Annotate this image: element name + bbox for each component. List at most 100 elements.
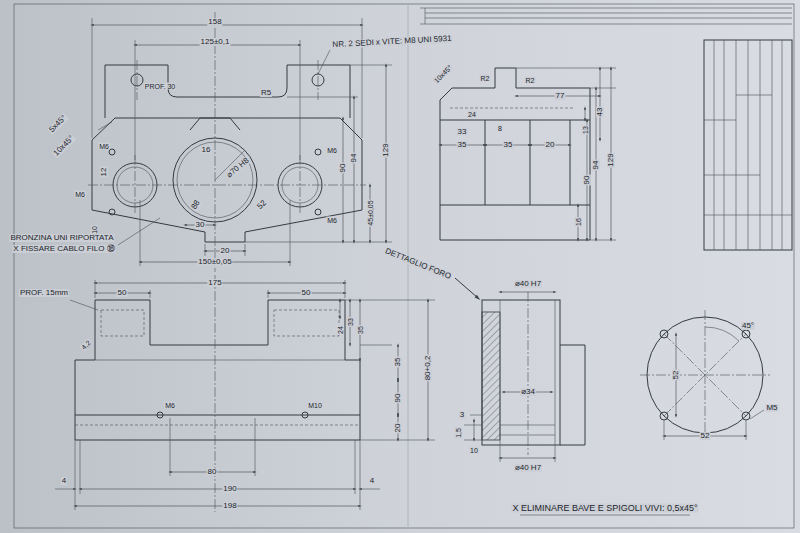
section-view-line xyxy=(470,415,482,416)
front-view-line xyxy=(98,122,112,130)
chamfer-label: 10x45° xyxy=(52,134,77,159)
radius-label: R5 xyxy=(260,89,272,97)
sheet-frame-line xyxy=(425,13,792,14)
dimension-label: 88 xyxy=(190,198,202,211)
section-view-line xyxy=(500,300,501,445)
dimension-label: 35 xyxy=(394,357,402,368)
side-view-line xyxy=(440,120,590,121)
title-block-line xyxy=(704,40,792,250)
dimension-label: 150±0,05 xyxy=(197,258,232,266)
bottom-view-line xyxy=(302,412,308,418)
dimension-label: 50 xyxy=(301,289,312,297)
front-view-line xyxy=(92,25,362,26)
dimension-label: 80 xyxy=(207,468,218,476)
dimension-label: 4 xyxy=(61,477,67,485)
title-block-line xyxy=(736,95,772,96)
bottom-view-line xyxy=(268,290,269,298)
section-view-line xyxy=(500,435,555,436)
bottom-view-line xyxy=(150,290,151,298)
front-view-line xyxy=(300,155,301,215)
bottom-view-line xyxy=(75,440,76,510)
bottom-view-line xyxy=(170,418,171,476)
front-view-line xyxy=(318,50,330,74)
title-block xyxy=(704,40,792,250)
side-view-line xyxy=(485,120,486,205)
section-view-line xyxy=(528,292,529,455)
front-view xyxy=(70,12,392,310)
chamfer-label: 5x45° xyxy=(47,113,69,135)
front-view-line xyxy=(354,97,355,242)
view-label-label: DETTAGLIO FORO xyxy=(383,247,453,281)
bottom-view-line xyxy=(55,489,75,490)
bottom-view-line xyxy=(75,415,360,416)
front-view-line xyxy=(215,12,216,272)
dimension-label: 20 xyxy=(394,423,402,434)
title-block-line xyxy=(736,40,737,250)
side-view xyxy=(440,68,616,240)
section-view-line xyxy=(464,425,482,426)
dimension-label: 35 xyxy=(357,325,364,335)
front-view-line xyxy=(205,244,206,256)
section-view xyxy=(464,292,585,462)
section-view-line xyxy=(555,300,556,445)
side-view-line xyxy=(570,120,571,205)
front-view-line xyxy=(362,18,363,138)
sheet-frame-line xyxy=(420,8,792,9)
dimension-label: 190 xyxy=(222,485,237,493)
flange-detail-line xyxy=(705,327,739,341)
front-view-line xyxy=(290,200,291,266)
section-view-line xyxy=(482,300,560,445)
dimension-label: 90 xyxy=(394,393,402,404)
sheet-frame-line xyxy=(408,4,409,528)
flange-detail xyxy=(640,310,770,440)
bottom-view-line xyxy=(95,360,345,361)
dimension-label: 1,5 xyxy=(455,427,462,439)
dimension-label: 129 xyxy=(382,142,390,157)
side-view-line xyxy=(590,88,616,89)
dimension-label: 33 xyxy=(347,317,354,327)
flange-detail-line xyxy=(750,410,764,419)
flange-detail-line xyxy=(746,420,747,440)
bottom-view-line xyxy=(101,310,144,336)
radius-label: R2 xyxy=(480,75,491,82)
sheet-frame-line xyxy=(14,4,794,528)
bottom-view-line xyxy=(80,440,81,494)
dimension-label: 80+0,2 xyxy=(424,355,432,382)
bottom-view xyxy=(55,275,435,512)
dimension-label: 16 xyxy=(575,217,582,227)
front-view-line xyxy=(92,18,93,138)
front-view-line xyxy=(92,118,362,242)
front-view-line xyxy=(300,40,301,160)
title-block-line xyxy=(704,120,736,121)
detail-arrow xyxy=(455,278,478,298)
note-underline xyxy=(520,515,690,516)
front-view-line xyxy=(140,200,141,266)
chamfer-label: 10x45° xyxy=(432,63,454,85)
sheet-frame-line xyxy=(425,18,792,19)
title-block-line xyxy=(772,40,773,250)
title-block-line xyxy=(782,40,783,250)
note-label: PROF. 30 xyxy=(144,83,176,90)
note-label: PROF. 15mm xyxy=(19,289,69,297)
section-view-line xyxy=(474,420,475,440)
dimension-label: 52 xyxy=(255,198,268,211)
bore-size-label: ⌀34 xyxy=(520,388,536,396)
title-block-line xyxy=(760,40,761,250)
front-view-line xyxy=(118,218,160,245)
front-view-line xyxy=(135,40,136,160)
note-label: X ELIMINARE BAVE E SPIGOLI VIVI: 0,5x45° xyxy=(511,504,698,513)
bore-size-label: ⌀70 H8 xyxy=(225,156,252,180)
front-view-line xyxy=(343,118,344,242)
dimension-label: 125±0,1 xyxy=(200,38,231,46)
front-view-line xyxy=(245,244,246,256)
dimension-label: 3 xyxy=(459,411,465,419)
title-block-line xyxy=(704,175,760,176)
sheet-frame-line xyxy=(420,24,792,25)
title-block-line xyxy=(714,40,715,250)
front-view-line xyxy=(315,209,321,215)
thread-label: M6 xyxy=(164,402,176,409)
dimension-label: 10 xyxy=(469,447,479,454)
note-label: BRONZINA UNI RIPORTATA xyxy=(10,234,115,242)
